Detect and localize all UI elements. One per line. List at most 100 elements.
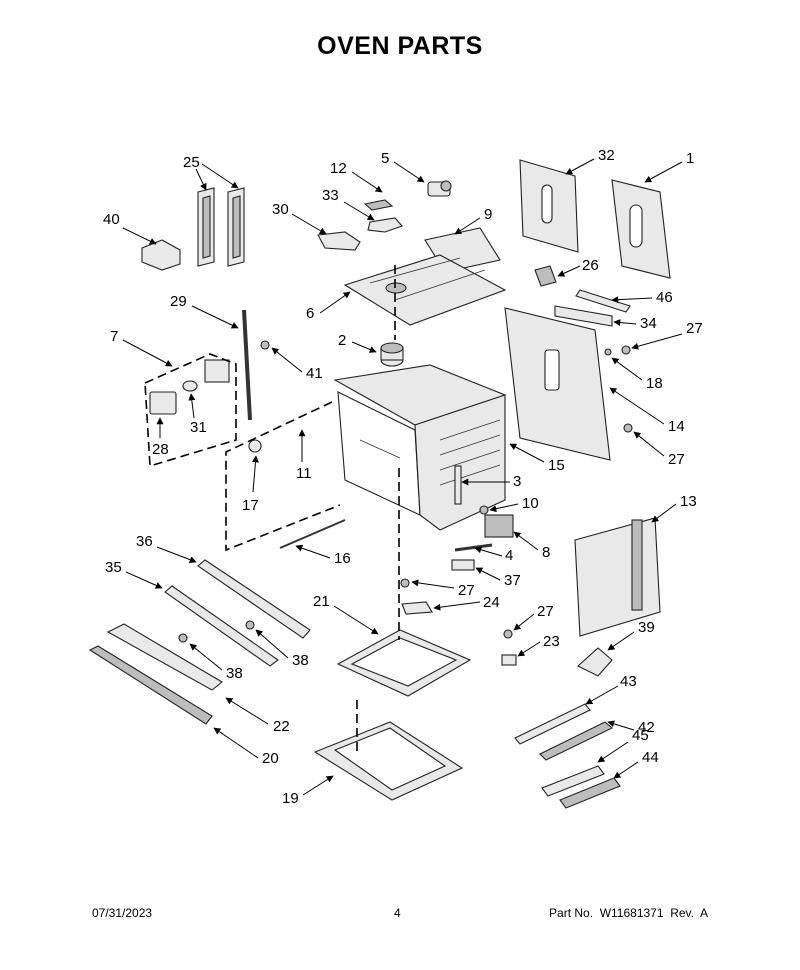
part-24-bracket: [401, 601, 433, 615]
screw-38a: [245, 620, 255, 630]
svg-text:11: 11: [296, 465, 312, 482]
callout-5: 5: [381, 150, 425, 183]
svg-text:36: 36: [136, 533, 153, 550]
callouts: 1 2 3 4 5 6 7 8 9 10 11 12 13 14 15 16 1…: [103, 147, 703, 807]
svg-text:14: 14: [668, 418, 685, 435]
callout-4: 4: [474, 546, 513, 564]
svg-text:35: 35: [105, 559, 122, 576]
part-36-rail: [197, 559, 311, 639]
part-4-wire: [454, 543, 493, 552]
part-7-board: [204, 359, 230, 383]
callout-6: 6: [306, 291, 351, 322]
callout-12: 12: [330, 160, 383, 193]
svg-text:25: 25: [183, 154, 200, 171]
svg-text:31: 31: [190, 419, 207, 436]
part-23-bracket: [501, 654, 517, 666]
callout-17: 17: [242, 455, 259, 514]
callout-27d: 27: [513, 603, 554, 631]
part-33: [367, 217, 403, 233]
svg-text:20: 20: [262, 750, 279, 767]
footer-page-number: 4: [394, 906, 401, 920]
svg-text:9: 9: [484, 206, 492, 223]
part-20-trim: [88, 645, 213, 725]
callout-28: 28: [152, 417, 169, 458]
callout-16: 16: [295, 544, 351, 567]
callout-15: 15: [509, 443, 565, 474]
callout-22: 22: [225, 697, 290, 735]
part-5-sensor: [427, 180, 452, 197]
callout-27b: 27: [633, 431, 685, 468]
svg-text:7: 7: [110, 328, 118, 345]
svg-text:23: 23: [543, 633, 560, 650]
svg-text:44: 44: [642, 749, 659, 766]
callout-45: 45: [597, 727, 649, 763]
svg-text:17: 17: [242, 497, 259, 514]
callout-8: 8: [513, 531, 550, 561]
callout-3: 3: [461, 473, 521, 490]
svg-text:18: 18: [646, 375, 663, 392]
callout-43: 43: [585, 673, 637, 705]
part-34-bracket: [554, 305, 613, 327]
callout-30: 30: [272, 201, 327, 235]
svg-text:10: 10: [522, 495, 539, 512]
callout-9: 9: [454, 206, 492, 235]
part-43-strip: [514, 703, 591, 745]
svg-text:13: 13: [680, 493, 697, 510]
callout-14: 14: [609, 387, 685, 435]
part-21-tray: [336, 629, 472, 697]
callout-19: 19: [282, 775, 334, 807]
svg-text:27: 27: [686, 320, 703, 337]
svg-text:33: 33: [322, 187, 339, 204]
screw-38b: [178, 633, 188, 643]
svg-text:2: 2: [338, 332, 346, 349]
part-40-bracket: [141, 239, 181, 271]
svg-text:40: 40: [103, 211, 120, 228]
part-32-panel: [519, 159, 579, 253]
part-13-side-panel: [574, 517, 661, 637]
part-10: [479, 505, 489, 515]
part-14-side-panel: [504, 307, 611, 461]
svg-text:15: 15: [548, 457, 565, 474]
part-37-sensor: [451, 559, 475, 571]
callout-20: 20: [213, 727, 279, 767]
svg-text:24: 24: [483, 594, 500, 611]
screw-27b: [623, 423, 633, 433]
callout-27a: 27: [631, 320, 703, 350]
callout-29: 29: [170, 293, 239, 329]
svg-text:27: 27: [537, 603, 554, 620]
svg-text:19: 19: [282, 790, 299, 807]
part-6-top-panel: [343, 254, 507, 326]
svg-text:27: 27: [458, 582, 475, 599]
svg-text:38: 38: [292, 652, 309, 669]
part-35-rail: [164, 585, 279, 667]
callout-32: 32: [565, 147, 615, 175]
callout-23: 23: [517, 633, 560, 657]
callout-24: 24: [433, 594, 500, 611]
svg-text:16: 16: [334, 550, 351, 567]
callout-13: 13: [651, 493, 697, 523]
page-title: OVEN PARTS: [317, 32, 483, 60]
svg-text:45: 45: [632, 727, 649, 744]
part-17-knob: [248, 439, 262, 453]
callout-2: 2: [338, 332, 377, 353]
callout-18: 18: [611, 357, 663, 392]
svg-text:38: 38: [226, 665, 243, 682]
svg-text:4: 4: [505, 547, 513, 564]
svg-text:29: 29: [170, 293, 187, 310]
callout-38b: 38: [189, 643, 243, 682]
part-8-board: [484, 514, 514, 538]
callout-46: 46: [611, 289, 673, 306]
callout-38a: 38: [255, 629, 309, 669]
callout-33: 33: [322, 187, 375, 221]
callout-44: 44: [613, 749, 659, 779]
callout-10: 10: [489, 495, 539, 513]
svg-text:41: 41: [306, 365, 323, 382]
callout-26: 26: [557, 257, 599, 277]
svg-text:22: 22: [273, 718, 290, 735]
callout-27c: 27: [411, 579, 475, 599]
part-30-bracket: [317, 231, 361, 251]
callout-40: 40: [103, 211, 157, 245]
callout-1: 1: [644, 150, 694, 183]
callout-7: 7: [110, 328, 173, 367]
